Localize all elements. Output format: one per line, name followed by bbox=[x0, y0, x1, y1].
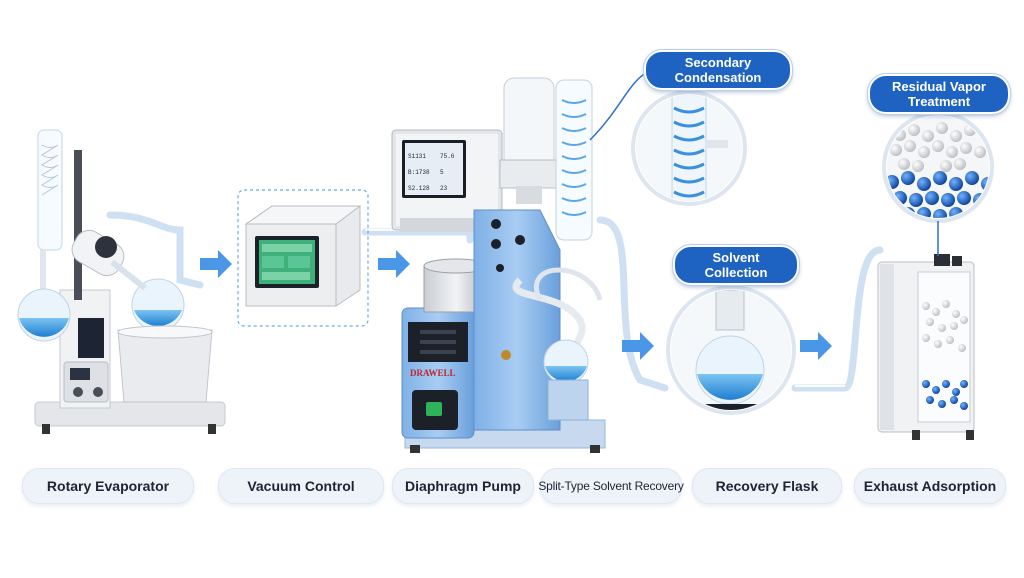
stage-label-recovery-flask: Recovery Flask bbox=[692, 468, 842, 504]
zoom-secondary-condensation bbox=[589, 71, 747, 206]
stage-label-exhaust-adsorption: Exhaust Adsorption bbox=[854, 468, 1006, 504]
flow-arrow-icon bbox=[200, 250, 832, 360]
callout-line: Residual Vapor bbox=[892, 79, 986, 94]
pipe-control-to-pump bbox=[361, 228, 474, 244]
pipe-flask-to-exhaust bbox=[791, 246, 884, 392]
pump-screen-row-b: 75.6 bbox=[440, 153, 455, 160]
power-switch-icon bbox=[426, 402, 442, 416]
zoom-solvent-collection bbox=[666, 285, 796, 415]
stage-label-vacuum-control: Vacuum Control bbox=[218, 468, 384, 504]
pump-screen-row-b: 23 bbox=[440, 185, 448, 192]
pump-screen-row-a: S2.128 bbox=[408, 185, 430, 192]
vacuum-control-illustration bbox=[237, 189, 369, 327]
callout-line: Condensation bbox=[674, 70, 762, 85]
flow-arrow-icon bbox=[200, 250, 232, 278]
stage-label-rotary-evaporator: Rotary Evaporator bbox=[22, 468, 194, 504]
stage-label-split-type-solvent-recovery: Split-Type Solvent Recovery bbox=[538, 468, 684, 504]
pump-screen-row-a: B:1738 bbox=[408, 169, 430, 176]
brand-logo: DRAWELL bbox=[410, 368, 456, 378]
pump-screen-row-b: 5 bbox=[440, 169, 444, 176]
flow-arrow-icon bbox=[800, 332, 832, 360]
rotary-evaporator-illustration bbox=[17, 129, 226, 434]
stage-label-diaphragm-pump: Diaphragm Pump bbox=[392, 468, 534, 504]
callout-line: Secondary bbox=[684, 55, 752, 70]
pipe-evap-to-control bbox=[106, 211, 204, 289]
callout-line: Collection bbox=[704, 265, 768, 280]
callout-line: Treatment bbox=[907, 94, 971, 109]
pump-screen: S1131 75.6 B:1738 5 S2.128 23 bbox=[408, 153, 455, 192]
exhaust-adsorption-illustration bbox=[877, 254, 975, 440]
diaphragm-pump-illustration bbox=[391, 77, 606, 453]
zoom-residual-vapor bbox=[882, 111, 994, 256]
flow-arrow-icon bbox=[378, 250, 410, 278]
pump-screen-row-a: S1131 bbox=[408, 153, 426, 160]
flow-arrow-icon bbox=[622, 332, 654, 360]
callout-line: Solvent bbox=[712, 250, 760, 265]
pipe-pump-to-flask bbox=[596, 216, 669, 392]
